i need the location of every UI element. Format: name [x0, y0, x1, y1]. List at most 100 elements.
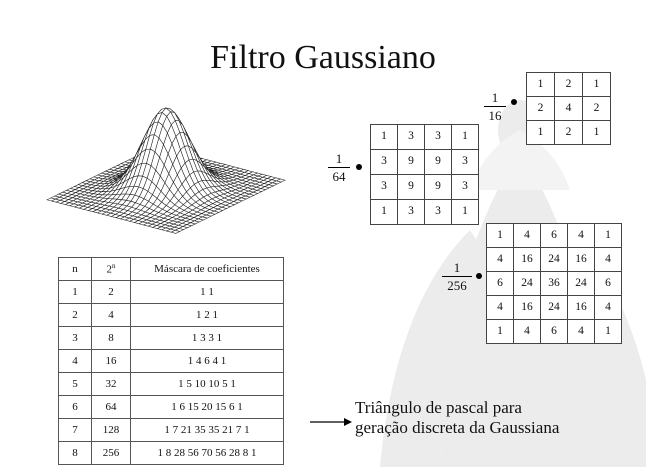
kernel-cell: 3	[424, 124, 452, 150]
kernel-cell: 16	[513, 295, 541, 320]
kernel-cell: 3	[397, 124, 425, 150]
cell-power: 4	[91, 303, 131, 327]
cell-power: 64	[91, 395, 131, 419]
fraction-1-64: 1 64	[328, 151, 350, 184]
kernel-cell: 9	[424, 174, 452, 200]
kernel-cell: 3	[370, 174, 398, 200]
kernel-cell: 4	[513, 319, 541, 344]
kernel-cell: 3	[424, 199, 452, 225]
fraction-denominator: 16	[488, 108, 502, 123]
kernel-cell: 4	[486, 247, 514, 272]
cell-n: 8	[58, 441, 92, 465]
page-title: Filtro Gaussiano	[210, 39, 436, 76]
fraction-denominator: 256	[447, 278, 467, 293]
cell-n: 3	[58, 326, 92, 350]
kernel-cell: 4	[486, 295, 514, 320]
kernel-cell: 2	[526, 96, 555, 121]
caption-line-2: geração discreta da Gaussiana	[355, 418, 560, 437]
kernel-cell: 2	[554, 120, 583, 145]
fraction-numerator: 1	[335, 151, 343, 166]
fraction-1-256: 1 256	[442, 260, 472, 293]
multiply-dot	[476, 273, 482, 279]
kernel-cell: 1	[451, 199, 479, 225]
kernel-cell: 1	[526, 72, 555, 97]
kernel-cell: 16	[513, 247, 541, 272]
kernel-cell: 3	[370, 149, 398, 175]
cell-mask: 1 2 1	[130, 303, 284, 327]
kernel-cell: 3	[451, 174, 479, 200]
cell-n: 4	[58, 349, 92, 373]
kernel-cell: 9	[424, 149, 452, 175]
fraction-bar	[484, 106, 506, 107]
kernel-cell: 1	[486, 223, 514, 248]
cell-power: 32	[91, 372, 131, 396]
cell-n: 6	[58, 395, 92, 419]
cell-mask: 1 7 21 35 35 21 7 1	[130, 418, 284, 442]
kernel-cell: 24	[513, 271, 541, 296]
kernel-cell: 24	[540, 295, 568, 320]
cell-mask: 1 1	[130, 280, 284, 304]
fraction-numerator: 1	[453, 260, 461, 275]
kernel-cell: 36	[540, 271, 568, 296]
kernel-cell: 1	[526, 120, 555, 145]
kernel-cell: 9	[397, 149, 425, 175]
kernel-cell: 4	[554, 96, 583, 121]
kernel-cell: 24	[567, 271, 595, 296]
kernel-cell: 1	[582, 120, 611, 145]
cell-n: 2	[58, 303, 92, 327]
kernel-cell: 4	[513, 223, 541, 248]
cell-power: 8	[91, 326, 131, 350]
kernel-cell: 3	[451, 149, 479, 175]
fraction-denominator: 64	[332, 169, 346, 184]
multiply-dot	[356, 164, 362, 170]
multiply-dot	[511, 99, 517, 105]
kernel-cell: 1	[370, 124, 398, 150]
kernel-cell: 1	[594, 223, 622, 248]
cell-power: 2	[91, 280, 131, 304]
kernel-cell: 24	[540, 247, 568, 272]
kernel-cell: 16	[567, 295, 595, 320]
caption: Triângulo de pascal para geração discret…	[355, 398, 559, 438]
header-mask: Máscara de coeficientes	[130, 257, 284, 281]
header-power-base: 2	[106, 263, 113, 276]
fraction-1-16: 1 16	[484, 90, 506, 123]
kernel-cell: 6	[486, 271, 514, 296]
kernel-cell: 1	[370, 199, 398, 225]
kernel-cell: 6	[594, 271, 622, 296]
kernel-cell: 6	[540, 223, 568, 248]
gaussian-surface-icon	[46, 107, 286, 234]
cell-mask: 1 4 6 4 1	[130, 349, 284, 373]
kernel-cell: 2	[582, 96, 611, 121]
kernel-cell: 9	[397, 174, 425, 200]
cell-mask: 1 3 3 1	[130, 326, 284, 350]
kernel-cell: 16	[567, 247, 595, 272]
kernel-cell: 4	[594, 247, 622, 272]
cell-mask: 1 5 10 10 5 1	[130, 372, 284, 396]
kernel-cell: 1	[594, 319, 622, 344]
table-header-row: n 2n Máscara de coeficientes	[58, 257, 284, 281]
kernel-cell: 2	[554, 72, 583, 97]
fraction-bar	[442, 276, 472, 277]
